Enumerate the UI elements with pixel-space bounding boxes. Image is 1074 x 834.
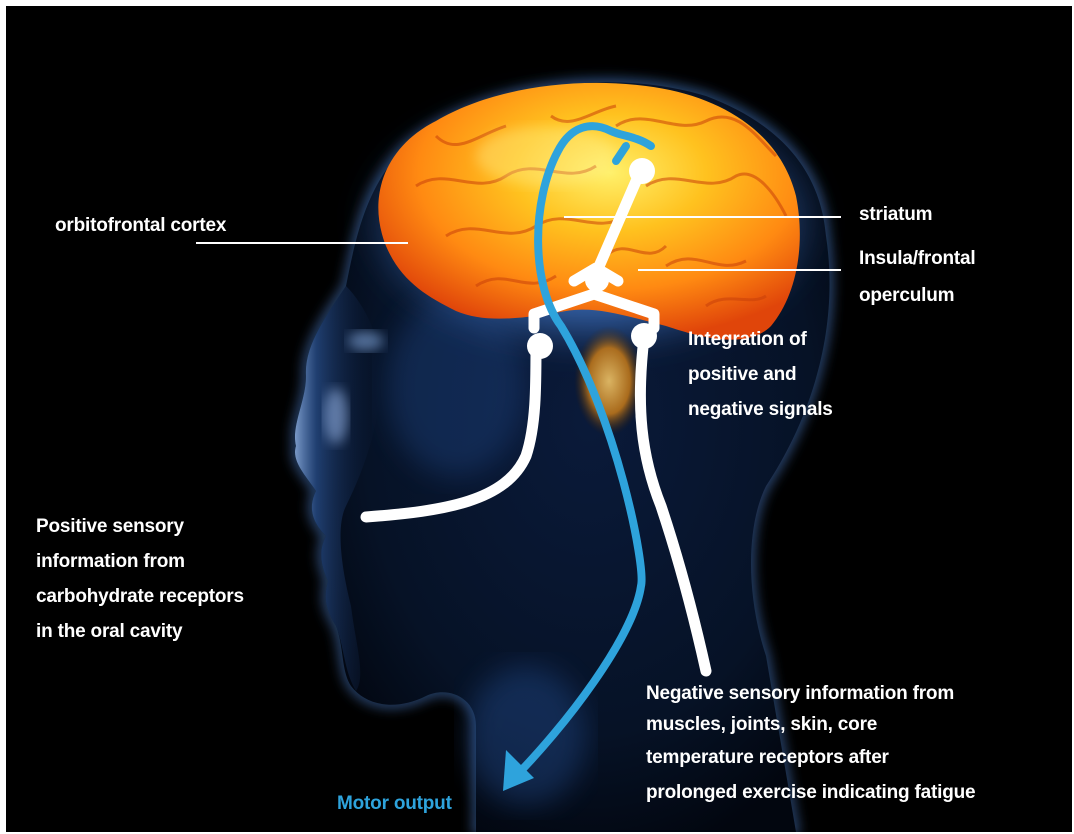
label-negative-line: temperature receptors after bbox=[646, 743, 889, 772]
label-striatum: striatum bbox=[859, 200, 932, 229]
label-integration-line: positive and bbox=[688, 360, 796, 389]
label-integration-line: Integration of bbox=[688, 325, 807, 354]
label-positive-line: in the oral cavity bbox=[36, 617, 182, 646]
label-negative-line: muscles, joints, skin, core bbox=[646, 710, 877, 739]
label-motor-output: Motor output bbox=[337, 789, 452, 818]
label-negative-line: prolonged exercise indicating fatigue bbox=[646, 778, 975, 807]
diagram-canvas: orbitofrontal cortex striatum Insula/fro… bbox=[6, 6, 1072, 832]
label-positive-line: carbohydrate receptors bbox=[36, 582, 244, 611]
label-insula-line: operculum bbox=[859, 281, 954, 310]
label-positive-line: Positive sensory bbox=[36, 512, 184, 541]
head-brain-illustration bbox=[6, 6, 1072, 832]
label-insula-line: Insula/frontal bbox=[859, 244, 976, 273]
label-orbitofrontal-cortex: orbitofrontal cortex bbox=[55, 211, 226, 240]
label-negative-line: Negative sensory information from bbox=[646, 679, 954, 708]
label-positive-line: information from bbox=[36, 547, 185, 576]
label-integration-line: negative signals bbox=[688, 395, 833, 424]
